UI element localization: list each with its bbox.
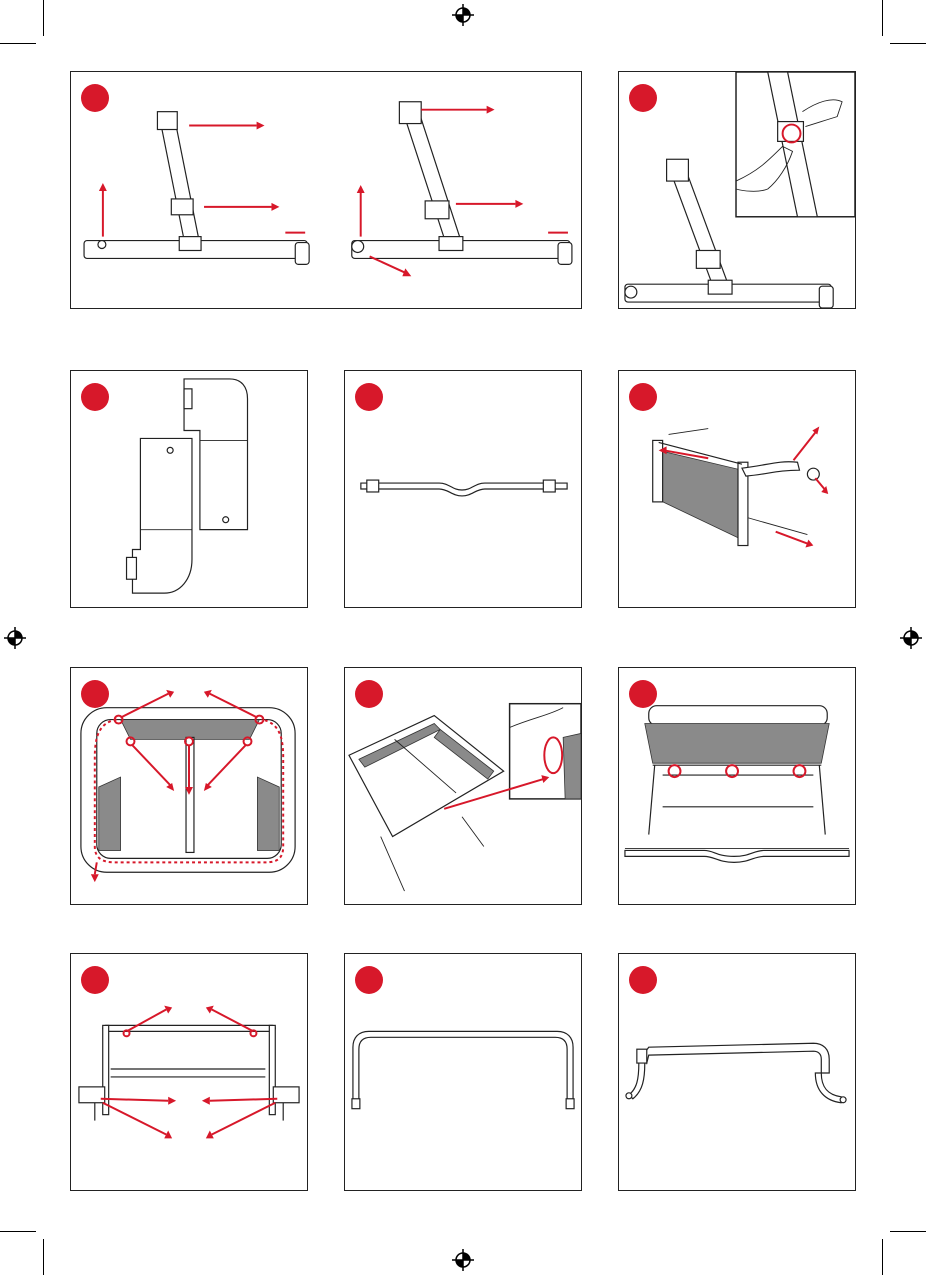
panel-side-frame-assembly xyxy=(618,370,856,608)
crop-mark xyxy=(0,43,36,44)
crop-mark xyxy=(882,0,883,36)
panel-bassinet-on-frame xyxy=(618,667,856,905)
bassinet-corner-illustration xyxy=(345,668,581,904)
base-frame-illustration xyxy=(71,954,307,1190)
leg-lock-illustration xyxy=(619,72,855,308)
crop-mark xyxy=(43,0,44,36)
handle-bar-illustration xyxy=(619,954,855,1190)
cross-bar-illustration xyxy=(345,371,581,607)
registration-mark-icon xyxy=(4,627,26,649)
panel-handle-bar-part xyxy=(618,953,856,1191)
panel-base-frame-assembly xyxy=(70,953,308,1191)
panel-end-cover-parts xyxy=(70,370,308,608)
panel-cross-bar-part xyxy=(344,370,582,608)
crop-mark xyxy=(0,1231,36,1232)
panel-bassinet-top-view xyxy=(70,667,308,905)
crop-mark xyxy=(890,43,926,44)
panel-canopy-bar-part xyxy=(344,953,582,1191)
crop-mark xyxy=(882,1239,883,1275)
panel-leg-lock-detail xyxy=(618,71,856,309)
frame-leg-illustration xyxy=(71,72,581,308)
registration-mark-icon xyxy=(900,627,922,649)
panel-frame-leg-assembly xyxy=(70,71,582,309)
panel-bassinet-corner-detail xyxy=(344,667,582,905)
crop-mark xyxy=(890,1231,926,1232)
crop-mark xyxy=(43,1239,44,1275)
bassinet-top-illustration xyxy=(71,668,307,904)
registration-mark-icon xyxy=(452,4,474,26)
side-frame-illustration xyxy=(619,371,855,607)
registration-mark-icon xyxy=(452,1249,474,1271)
end-cover-illustration xyxy=(71,371,307,607)
canopy-bar-illustration xyxy=(345,954,581,1190)
bassinet-frame-illustration xyxy=(619,668,855,904)
